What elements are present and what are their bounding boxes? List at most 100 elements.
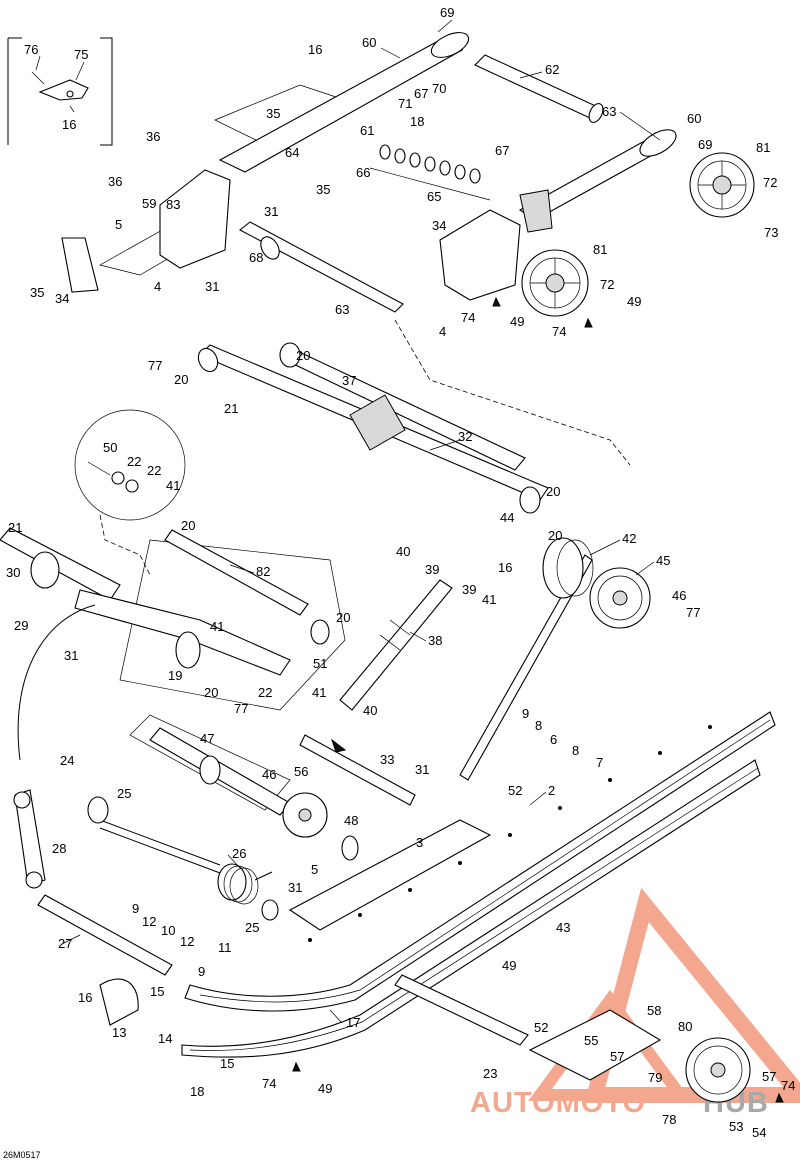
callout-75: 75 [74, 47, 88, 62]
callout-16: 16 [78, 990, 92, 1005]
callout-77: 77 [234, 701, 248, 716]
callout-31: 31 [64, 648, 78, 663]
callout-67: 67 [495, 143, 509, 158]
callout-52: 52 [508, 783, 522, 798]
callout-13: 13 [112, 1025, 126, 1040]
callout-28: 28 [52, 841, 66, 856]
callout-29: 29 [14, 618, 28, 633]
rail-assembly [13, 296, 784, 1103]
callout-12: 12 [180, 934, 194, 949]
callout-65: 65 [427, 189, 441, 204]
spacer-stack [379, 144, 481, 184]
callout-36: 36 [108, 174, 122, 189]
callout-20: 20 [546, 484, 560, 499]
callout-60: 60 [687, 111, 701, 126]
callout-5: 5 [115, 217, 122, 232]
callout-73: 73 [764, 225, 778, 240]
callout-16: 16 [498, 560, 512, 575]
callout-24: 24 [60, 753, 74, 768]
callout-22: 22 [147, 463, 161, 478]
callout-3: 3 [416, 835, 423, 850]
callout-2: 2 [548, 783, 555, 798]
callout-54: 54 [752, 1125, 766, 1140]
callout-69: 69 [440, 5, 454, 20]
callout-25: 25 [117, 786, 131, 801]
callout-72: 72 [763, 175, 777, 190]
callout-4: 4 [439, 324, 446, 339]
callout-63: 63 [602, 104, 616, 119]
callout-31: 31 [415, 762, 429, 777]
callout-47: 47 [200, 731, 214, 746]
inset-detail-box [7, 37, 113, 146]
middle-axle-assembly [74, 342, 549, 576]
callout-6: 6 [550, 732, 557, 747]
callout-16: 16 [308, 42, 322, 57]
callout-78: 78 [662, 1112, 676, 1127]
callout-52: 52 [534, 1020, 548, 1035]
callout-26: 26 [232, 846, 246, 861]
callout-55: 55 [584, 1033, 598, 1048]
callout-20: 20 [181, 518, 195, 533]
callout-57: 57 [610, 1049, 624, 1064]
callout-56: 56 [294, 764, 308, 779]
callout-20: 20 [296, 348, 310, 363]
callout-74: 74 [552, 324, 566, 339]
callout-20: 20 [174, 372, 188, 387]
callout-36: 36 [146, 129, 160, 144]
callout-70: 70 [432, 81, 446, 96]
upper-frame-assembly [61, 32, 755, 466]
torsion-spring [99, 819, 273, 905]
callout-41: 41 [482, 592, 496, 607]
callout-37: 37 [342, 373, 356, 388]
callout-12: 12 [142, 914, 156, 929]
callout-33: 33 [380, 752, 394, 767]
callout-49: 49 [318, 1081, 332, 1096]
callout-16: 16 [62, 117, 76, 132]
callout-66: 66 [356, 165, 370, 180]
callout-58: 58 [647, 1003, 661, 1018]
callout-76: 76 [24, 42, 38, 57]
callout-80: 80 [678, 1019, 692, 1034]
callout-45: 45 [656, 553, 670, 568]
callout-31: 31 [264, 204, 278, 219]
callout-19: 19 [168, 668, 182, 683]
callout-27: 27 [58, 936, 72, 951]
callout-49: 49 [502, 958, 516, 973]
callout-18: 18 [410, 114, 424, 129]
callout-9: 9 [198, 964, 205, 979]
callout-8: 8 [535, 718, 542, 733]
callout-82: 82 [256, 564, 270, 579]
callout-9: 9 [522, 706, 529, 721]
callout-69: 69 [698, 137, 712, 152]
callout-67: 67 [414, 86, 428, 101]
callout-4: 4 [154, 279, 161, 294]
callout-20: 20 [204, 685, 218, 700]
callout-15: 15 [220, 1056, 234, 1071]
callout-8: 8 [572, 743, 579, 758]
callout-68: 68 [249, 250, 263, 265]
leader-lines [35, 19, 661, 1024]
callout-38: 38 [428, 633, 442, 648]
callout-74: 74 [461, 310, 475, 325]
callout-18: 18 [190, 1084, 204, 1099]
callout-46: 46 [262, 767, 276, 782]
callout-30: 30 [6, 565, 20, 580]
watermark-text-primary: AUTOMOTO [470, 1087, 646, 1119]
callout-25: 25 [245, 920, 259, 935]
callout-77: 77 [686, 605, 700, 620]
callout-20: 20 [548, 528, 562, 543]
callout-72: 72 [600, 277, 614, 292]
callout-41: 41 [312, 685, 326, 700]
callout-61: 61 [360, 123, 374, 138]
callout-35: 35 [266, 106, 280, 121]
callout-43: 43 [556, 920, 570, 935]
callout-81: 81 [593, 242, 607, 257]
callout-51: 51 [313, 656, 327, 671]
callout-71: 71 [398, 96, 412, 111]
callout-10: 10 [161, 923, 175, 938]
callout-39: 39 [462, 582, 476, 597]
callout-35: 35 [316, 182, 330, 197]
callout-21: 21 [224, 401, 238, 416]
